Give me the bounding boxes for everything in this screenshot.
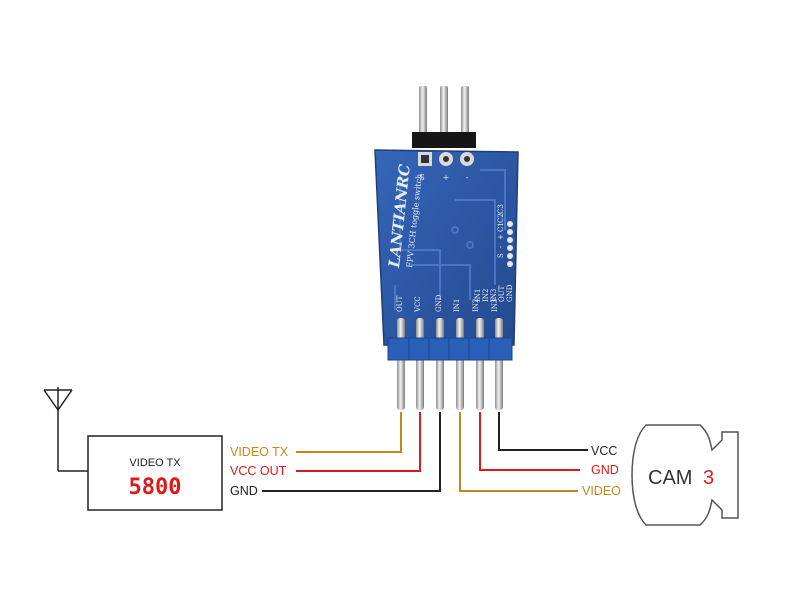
- right-pin-label: IN3: [490, 289, 498, 302]
- side-pad: [507, 261, 513, 267]
- wire-cam-video: [459, 412, 578, 492]
- right-pin-label: GND: [506, 284, 514, 302]
- bottom-pin-header: [387, 318, 513, 410]
- side-pins: S - + C1 C2 C3: [497, 204, 513, 267]
- bottom-pin-label: IN3: [491, 299, 499, 312]
- side-pin-label: C2: [497, 213, 505, 223]
- wire-video-tx: [296, 412, 402, 453]
- control-pin-1: [419, 86, 427, 142]
- cam-wire-label-gnd: GND: [591, 463, 619, 477]
- side-pin-label: S: [497, 253, 505, 258]
- tx-wire-label-gnd: GND: [230, 484, 258, 498]
- cam-wire-label-vcc: VCC: [591, 444, 617, 458]
- cam-wire-label-video: VIDEO: [582, 484, 621, 498]
- control-pin-header: [412, 86, 476, 148]
- control-pad-hole-3: [464, 156, 470, 162]
- video-tx-title: VIDEO TX: [129, 457, 181, 469]
- control-header-housing: [412, 132, 476, 148]
- bottom-pin-label: IN2: [472, 299, 480, 312]
- wire-cam-gnd: [479, 412, 580, 471]
- control-pin-label: +: [443, 173, 450, 182]
- camera-label-text: CAM: [648, 467, 692, 489]
- video-tx-display: 5800: [129, 475, 182, 500]
- video-tx-box: [87, 435, 223, 511]
- camera-module: CAM 3: [631, 424, 739, 526]
- camera-number: 3: [703, 467, 714, 489]
- tx-wire-label-vcc: VCC OUT: [230, 464, 287, 478]
- tx-wire-label-video: VIDEO TX: [230, 445, 289, 459]
- right-pin-label: IN1: [474, 289, 482, 302]
- control-pin-labels: S + -: [419, 173, 468, 182]
- cam-wire-labels: VCC GND VIDEO: [582, 444, 621, 498]
- pcb-traces: [394, 169, 506, 310]
- side-pad: [507, 245, 513, 251]
- video-tx-module: VIDEO TX 5800: [43, 387, 223, 511]
- tx-wire-labels: VIDEO TX VCC OUT GND: [230, 445, 289, 498]
- right-pin-labels: GND OUT IN3 IN2 IN1: [474, 284, 514, 302]
- side-pad: [507, 237, 513, 243]
- header-pin-2: [416, 318, 424, 410]
- control-pin-label: -: [466, 173, 469, 182]
- side-pad: [507, 253, 513, 259]
- side-pin-label: +: [497, 234, 505, 240]
- wires: [262, 412, 588, 492]
- control-pad-hole-2: [443, 156, 449, 162]
- pcb-body: [374, 149, 519, 346]
- wire-vcc-out: [296, 412, 421, 472]
- header-pin-1: [397, 318, 405, 410]
- control-pin-2: [440, 86, 448, 142]
- bottom-pin-label: VCC: [414, 296, 422, 313]
- control-pin-label: S: [419, 173, 424, 182]
- camera-body: [631, 424, 739, 526]
- header-pin-4: [456, 318, 464, 410]
- header-housing: [387, 337, 513, 361]
- pcb-board: S + - LANTIANRC FPV 3CH toggle switch S …: [374, 149, 519, 346]
- right-pin-label: IN2: [482, 289, 490, 302]
- control-pads: [418, 152, 474, 166]
- side-pin-label: C1: [497, 222, 505, 232]
- header-dividers: [408, 338, 490, 360]
- side-pin-label: -: [497, 245, 505, 248]
- control-pin-3: [461, 86, 469, 142]
- right-pin-label: OUT: [498, 285, 506, 302]
- side-pin-label: C3: [497, 204, 505, 214]
- wire-tx-gnd: [262, 412, 441, 492]
- side-pad: [507, 221, 513, 227]
- antenna-icon: [43, 387, 88, 472]
- header-pin-3: [436, 318, 444, 410]
- header-pin-5: [476, 318, 484, 410]
- wire-cam-vcc: [498, 412, 588, 451]
- camera-label: CAM 3: [648, 467, 714, 489]
- bottom-pin-labels: OUT VCC GND IN1 IN2 IN3: [396, 294, 499, 313]
- control-pad-hole-1: [421, 155, 429, 163]
- header-pin-6: [495, 318, 503, 410]
- bottom-pin-label: OUT: [396, 295, 404, 312]
- bottom-pin-label: IN1: [453, 299, 461, 312]
- bottom-pin-label: GND: [435, 294, 443, 312]
- side-pad: [507, 229, 513, 235]
